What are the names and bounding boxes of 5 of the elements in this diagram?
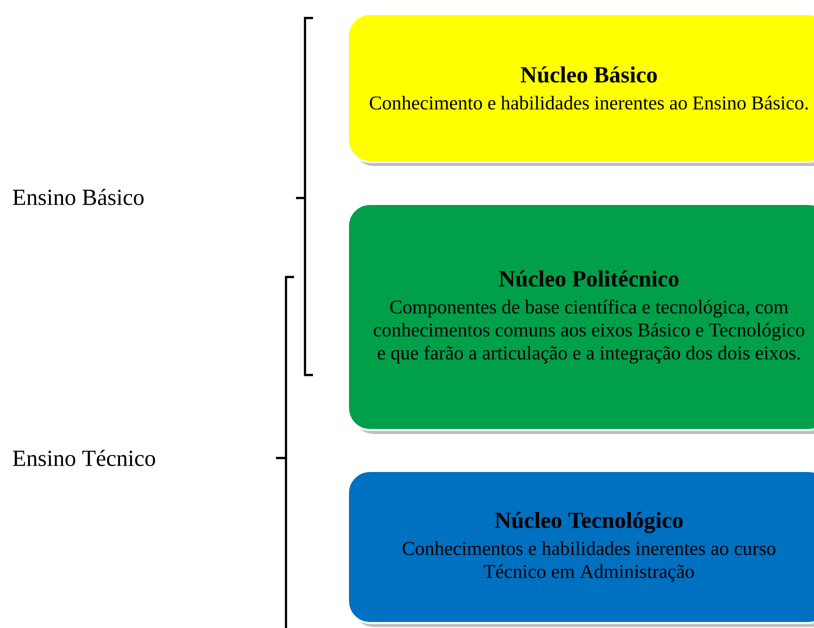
group-label: Ensino Técnico [12,450,156,466]
rounded-box: Núcleo Politécnico Componentes de base científica e tecnológica, com conhecimentos comuns aos eixos Básico e Tecnológico e que farão a articulação e a integração dos dois eixos. [347,203,814,434]
rounded-box: Núcleo Básico Conhecimento e habilidades inerentes ao Ensino Básico. [347,13,814,166]
rounded-box: Núcleo Tecnológico Conhecimentos e habilidades inerentes ao curso Técnico em Administração [347,470,814,627]
group-label: Ensino Básico [12,188,144,206]
